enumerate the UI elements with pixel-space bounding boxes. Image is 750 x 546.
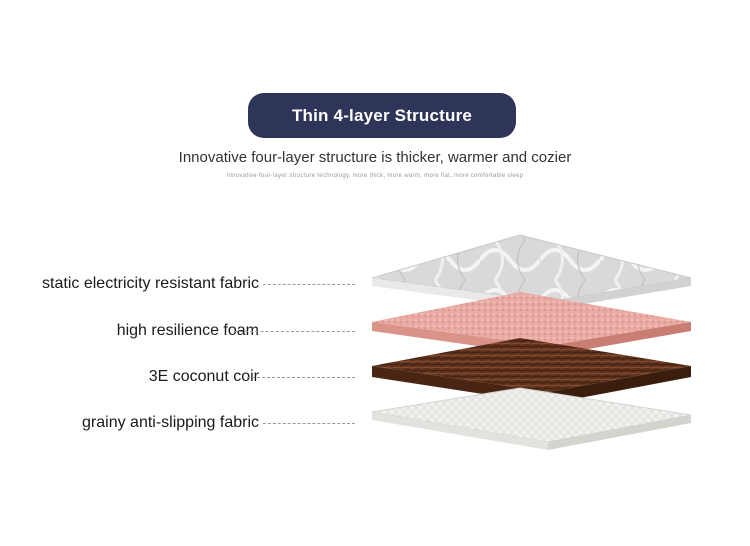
title-pill: Thin 4-layer Structure [248, 93, 516, 138]
page-title: Thin 4-layer Structure [291, 105, 473, 125]
layer-label-coir: 3E coconut coir [148, 368, 259, 385]
layer-anti-slip-shape [371, 387, 692, 450]
layer-label-anti-slip: grainy anti-slipping fabric [82, 414, 259, 431]
leader-line-anti-slip [263, 423, 355, 424]
leader-line-fabric [263, 284, 355, 285]
tiny-caption: Innovative four-layer structure technolo… [226, 173, 524, 179]
layer-label-fabric: static electricity resistant fabric [42, 275, 259, 292]
leader-line-coir [247, 377, 355, 378]
leader-line-foam [235, 331, 355, 332]
layer-label-foam: high resilience foam [116, 322, 259, 339]
subtitle: Innovative four-layer structure is thick… [178, 149, 572, 166]
